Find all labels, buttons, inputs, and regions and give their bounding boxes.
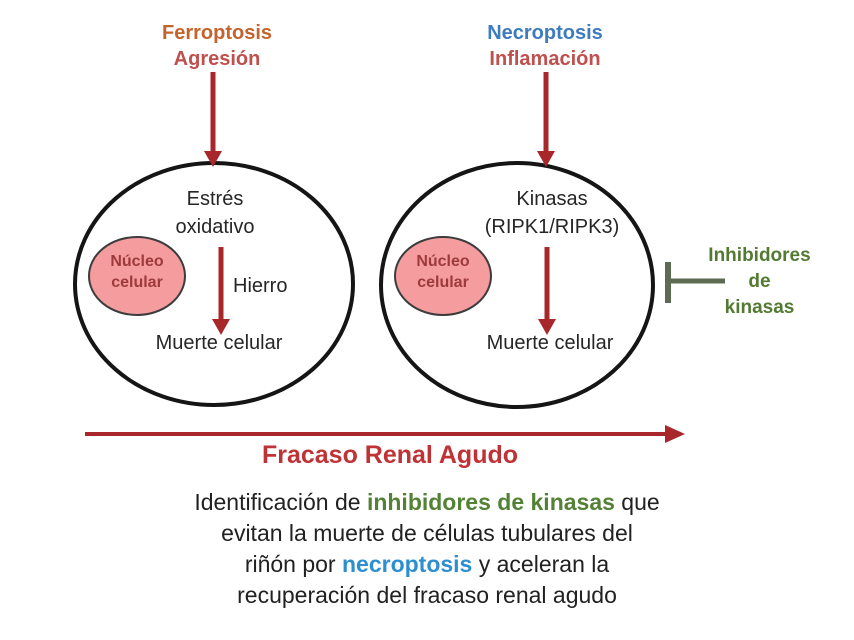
necroptosis-stimulus-arrow xyxy=(537,72,555,167)
right-cell-membrane xyxy=(379,161,655,409)
renal-failure-axis-arrow xyxy=(85,425,685,443)
caption-green-highlight: inhibidores de kinasas xyxy=(366,489,615,515)
left-nucleus-label: Núcleo celular xyxy=(110,253,164,291)
left-cell-death-arrow xyxy=(212,247,230,335)
left-cell-stimulus-label: Estrés oxidativo xyxy=(175,188,255,238)
necroptosis-label-block: Necroptosis Inflamación xyxy=(435,20,655,72)
caption-line-3: riñón por necroptosis y aceleran la xyxy=(0,549,854,580)
right-cell-death-arrow xyxy=(538,247,556,335)
caption-line-4: recuperación del fracaso renal agudo xyxy=(237,582,617,608)
inflamacion-subtitle: Inflamación xyxy=(489,48,601,70)
caption-text: que xyxy=(614,489,660,515)
inhibition-tbar xyxy=(665,262,725,303)
agresion-subtitle: Agresión xyxy=(173,48,261,70)
caption-line-2: evitan la muerte de células tubulares de… xyxy=(221,520,633,546)
caption-text: y aceleran la xyxy=(472,551,610,577)
caption-text: Identificación de xyxy=(194,489,367,515)
ferroptosis-stimulus-arrow xyxy=(204,72,222,167)
caption-line-1: Identificación de inhibidores de kinasas… xyxy=(0,487,854,518)
ferroptosis-label-block: Ferroptosis Agresión xyxy=(107,20,327,72)
right-cell-death-label: Muerte celular xyxy=(486,332,614,354)
hierro-label: Hierro xyxy=(233,275,288,297)
renal-failure-axis-label: Fracaso Renal Agudo xyxy=(261,441,519,469)
right-nucleus-label: Núcleo celular xyxy=(416,253,470,291)
left-cell-death-label: Muerte celular xyxy=(155,332,283,354)
caption-text: riñón por xyxy=(244,551,342,577)
ferroptosis-title: Ferroptosis xyxy=(161,22,273,44)
left-cell-nucleus xyxy=(88,236,186,316)
necroptosis-title: Necroptosis xyxy=(487,22,603,44)
figure-caption: Identificación de inhibidores de kinasas… xyxy=(0,487,854,611)
right-cell-stimulus-label: Kinasas (RIPK1/RIPK3) xyxy=(484,188,620,238)
right-cell-nucleus xyxy=(394,236,492,316)
kinase-inhibitors-label: Inhibidores de kinasas xyxy=(708,245,811,318)
caption-blue-highlight: necroptosis xyxy=(341,551,473,577)
